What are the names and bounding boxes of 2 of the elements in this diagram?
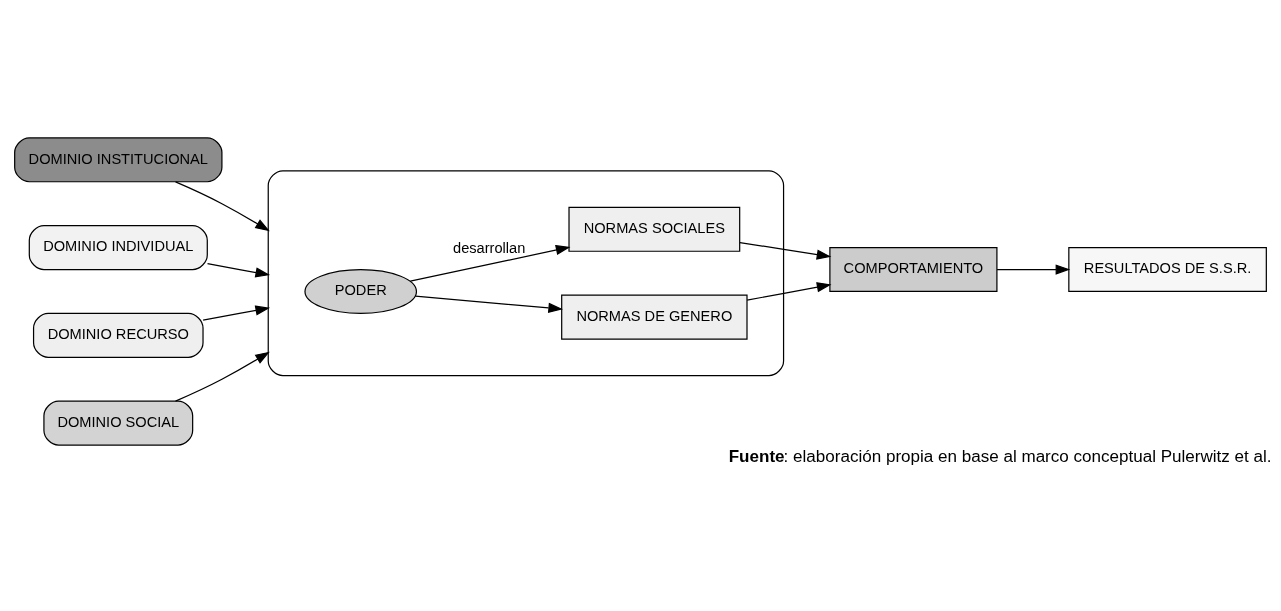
edge-label: desarrollan (453, 240, 526, 257)
caption: Fuente: elaboración propia en base al marco conceptual Pulerwitz et al. (728, 447, 1272, 467)
